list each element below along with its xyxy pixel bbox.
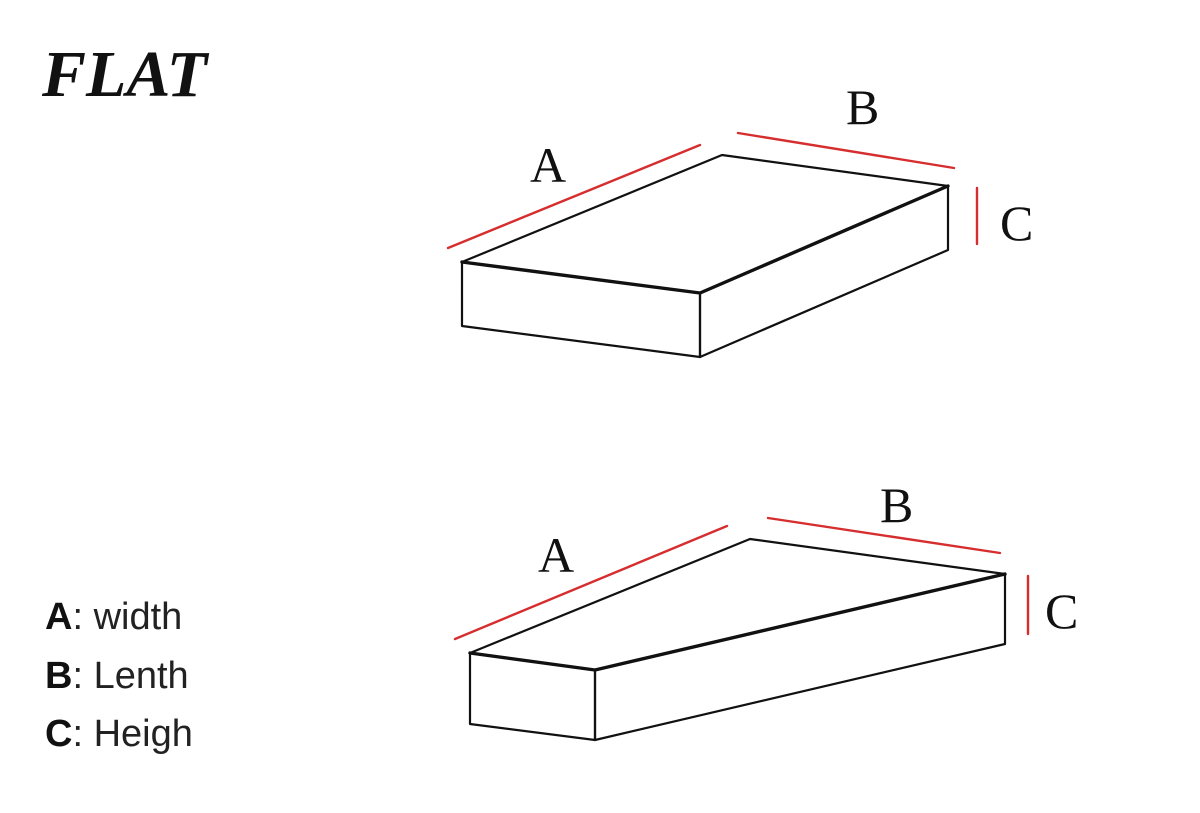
figure-1-dimension-line-b xyxy=(736,131,956,170)
figure-1-label-b: B xyxy=(846,79,879,135)
figure-1-label-c: C xyxy=(1000,195,1033,251)
legend-text-b: : Lenth xyxy=(72,655,188,697)
figure-2-dimension-line-b xyxy=(766,516,1002,555)
figure-1-top-front-edge xyxy=(460,184,950,295)
figure-2-dimension-line-a xyxy=(453,524,729,641)
legend: A: width B: Lenth C: Heigh xyxy=(45,596,193,755)
figure-2-label-c: C xyxy=(1045,583,1078,639)
figure-2-label-b: B xyxy=(880,477,913,533)
figure-2-box xyxy=(468,537,1007,742)
legend-item-c: C: Heigh xyxy=(45,713,193,755)
figure-1-dimension-line-a xyxy=(446,143,702,250)
legend-item-a: A: width xyxy=(45,596,182,638)
legend-text-a: : width xyxy=(72,596,182,638)
legend-text-c: : Heigh xyxy=(72,713,192,755)
diagram-title: FLAT xyxy=(41,38,210,111)
legend-key-c: C xyxy=(45,713,72,755)
figure-1-side-face xyxy=(698,184,950,359)
figure-2-top-front-edge xyxy=(468,572,1007,672)
figure-1-box xyxy=(460,153,950,359)
legend-key-a: A xyxy=(45,596,72,638)
figure-2-label-a: A xyxy=(538,527,574,583)
legend-key-b: B xyxy=(45,655,72,697)
figure-1-label-a: A xyxy=(530,137,566,193)
legend-item-b: B: Lenth xyxy=(45,655,189,697)
